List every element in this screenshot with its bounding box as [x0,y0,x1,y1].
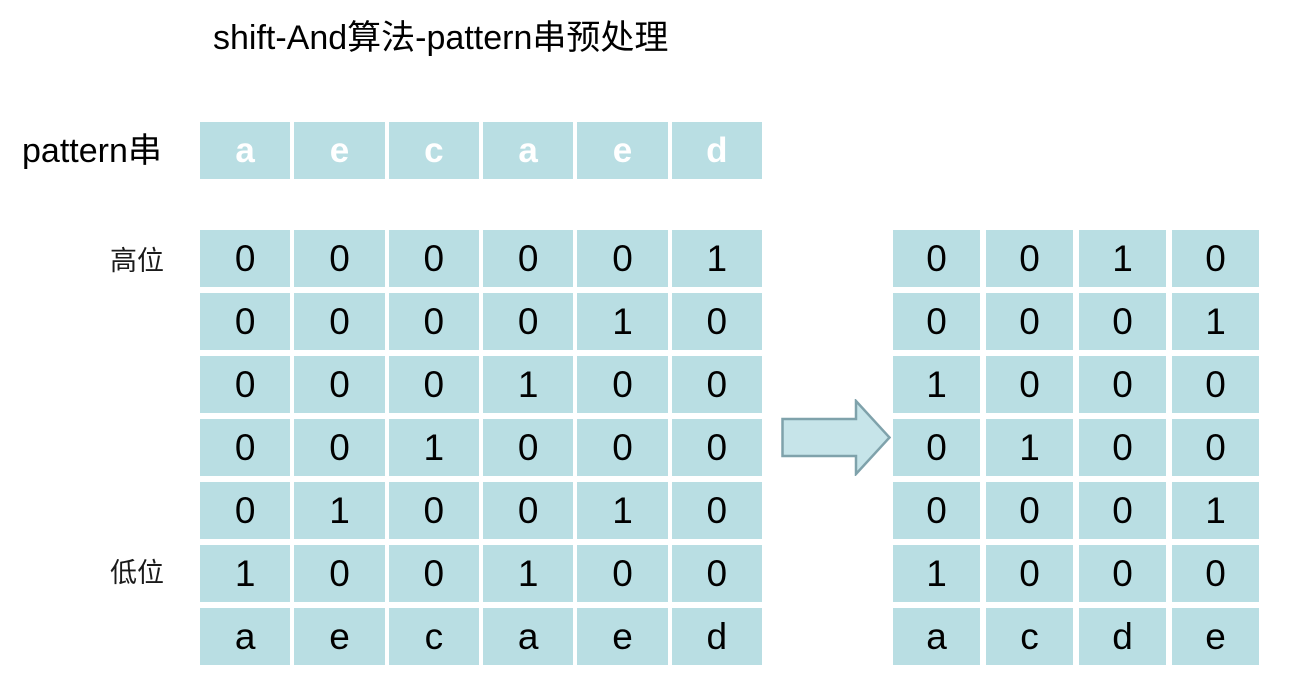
bit-cell: 0 [893,419,980,476]
bit-cell: 0 [200,482,291,539]
bit-cell: 0 [1172,419,1259,476]
bit-cell: 0 [671,293,762,350]
bit-cell: 1 [483,545,574,602]
bit-cell: 0 [200,293,291,350]
bit-cell: 0 [483,230,574,287]
bit-cell: 0 [200,356,291,413]
bit-cell: 0 [671,482,762,539]
bit-cell: 0 [1172,356,1259,413]
bit-cell: 0 [986,482,1073,539]
bit-cell: 1 [388,419,479,476]
bit-cell: 1 [1079,230,1166,287]
high-bit-label: 高位 [110,246,164,276]
letter-cell: e [294,608,385,665]
pattern-cell: e [577,122,668,179]
bit-cell: 0 [200,230,291,287]
bit-cell: 0 [893,230,980,287]
bit-cell: 0 [1172,230,1259,287]
bit-cell: 1 [1172,293,1259,350]
pattern-cell: d [671,122,762,179]
bit-cell: 0 [1079,545,1166,602]
letter-cell: c [986,608,1073,665]
bit-cell: 0 [483,419,574,476]
bit-cell: 0 [294,230,385,287]
letter-cell: a [200,608,291,665]
bit-cell: 0 [893,482,980,539]
letter-cell: c [388,608,479,665]
bit-cell: 0 [200,419,291,476]
letter-cell: e [577,608,668,665]
bit-cell: 1 [671,230,762,287]
transform-arrow [781,397,892,478]
bit-cell: 0 [986,545,1073,602]
right-arrow-icon [781,397,892,478]
bit-cell: 0 [671,545,762,602]
bit-cell: 0 [294,356,385,413]
bit-cell: 1 [577,482,668,539]
letter-cell: a [893,608,980,665]
pattern-cell: a [483,122,574,179]
bit-cell: 1 [200,545,291,602]
bit-cell: 1 [1172,482,1259,539]
bit-cell: 0 [1079,356,1166,413]
page-title: shift-And算法-pattern串预处理 [213,19,669,57]
pattern-cell: a [200,122,291,179]
bit-cell: 0 [671,356,762,413]
bit-cell: 0 [388,545,479,602]
bit-cell: 0 [1079,293,1166,350]
pattern-string-label: pattern串 [22,132,162,170]
bit-cell: 0 [577,356,668,413]
right-arrow-shape [781,397,892,478]
bit-cell: 0 [986,230,1073,287]
bit-cell: 0 [893,293,980,350]
bit-cell: 0 [986,356,1073,413]
bit-cell: 0 [483,293,574,350]
bit-cell: 1 [483,356,574,413]
bit-cell: 0 [388,293,479,350]
bit-cell: 0 [294,545,385,602]
bit-cell: 0 [388,482,479,539]
bit-cell: 1 [294,482,385,539]
bit-cell: 0 [294,419,385,476]
pattern-cell: e [294,122,385,179]
bit-cell: 0 [388,356,479,413]
bit-cell: 0 [1079,419,1166,476]
bit-cell: 0 [483,482,574,539]
bit-cell: 1 [893,356,980,413]
bit-cell: 0 [1079,482,1166,539]
bit-cell: 0 [577,230,668,287]
bit-cell: 0 [388,230,479,287]
pattern-cell: c [388,122,479,179]
letter-cell: d [1079,608,1166,665]
bit-cell: 0 [294,293,385,350]
bit-cell: 0 [671,419,762,476]
letter-cell: a [483,608,574,665]
bit-cell: 0 [577,419,668,476]
low-bit-label: 低位 [110,558,164,588]
letter-cell: d [671,608,762,665]
letter-cell: e [1172,608,1259,665]
bit-cell: 0 [577,545,668,602]
bit-cell: 1 [986,419,1073,476]
bit-cell: 1 [577,293,668,350]
bit-cell: 1 [893,545,980,602]
bit-cell: 0 [1172,545,1259,602]
bit-cell: 0 [986,293,1073,350]
